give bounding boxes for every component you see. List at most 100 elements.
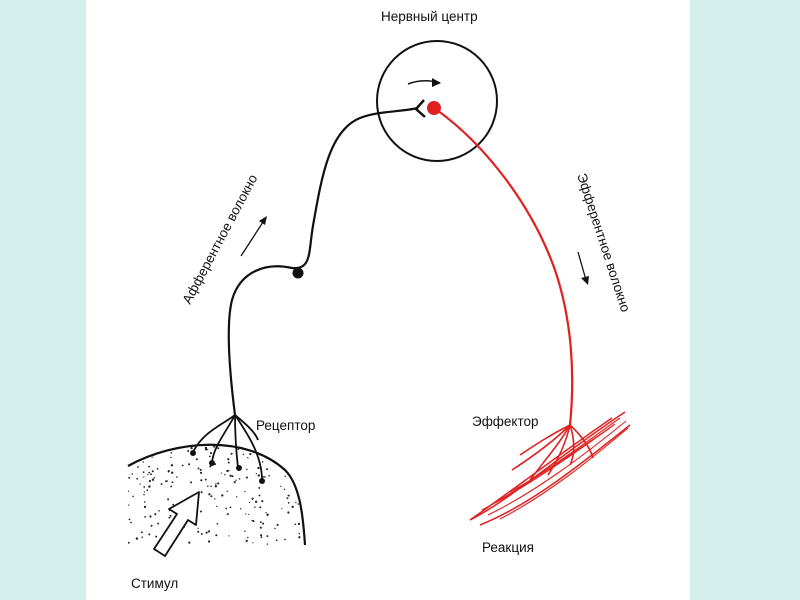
skin-dot <box>283 488 286 491</box>
skin-dot <box>168 516 170 519</box>
skin-surface <box>127 443 307 546</box>
label-stimulus: Стимул <box>131 576 178 591</box>
skin-dot <box>302 505 305 508</box>
skin-dot <box>148 465 150 468</box>
skin-dot <box>245 476 248 479</box>
skin-dot <box>263 476 266 478</box>
skin-dot <box>299 447 302 450</box>
skin-dot <box>268 453 271 455</box>
skin-dot <box>151 470 154 473</box>
skin-dot <box>209 452 213 455</box>
skin-dot <box>245 513 247 515</box>
skin-dot <box>151 440 153 442</box>
skin-dot <box>262 476 264 478</box>
skin-dot <box>146 489 149 492</box>
skin-dot <box>266 535 269 538</box>
skin-dot <box>148 533 151 536</box>
label-effector: Эффектор <box>472 414 539 429</box>
skin-dot <box>227 461 230 464</box>
skin-dot <box>227 458 230 461</box>
skin-dot <box>171 481 174 484</box>
skin-dot <box>171 471 174 474</box>
skin-dot <box>207 485 209 487</box>
skin-dot <box>186 442 187 443</box>
skin-dot <box>150 524 153 527</box>
skin-dot <box>251 519 253 522</box>
skin-dot <box>149 515 152 518</box>
skin-dot <box>200 491 203 494</box>
skin-dot <box>170 456 172 459</box>
skin-dot <box>188 463 191 466</box>
skin-dot <box>230 452 233 455</box>
skin-dot <box>304 441 305 442</box>
skin-dot <box>215 534 218 537</box>
skin-dot <box>289 449 292 451</box>
skin-dot <box>216 505 218 508</box>
skin-dot <box>197 467 200 470</box>
skin-dot <box>262 522 265 525</box>
skin-dot <box>233 481 236 484</box>
skin-dot <box>149 451 151 454</box>
skin-dot <box>190 481 193 484</box>
skin-dot <box>286 497 289 500</box>
skin-dot <box>151 478 155 481</box>
label-receptor: Рецептор <box>256 418 315 433</box>
skin-dot <box>217 482 220 485</box>
skin-dot <box>249 452 252 456</box>
skin-dot <box>235 479 237 481</box>
skin-dot <box>301 486 304 488</box>
center-arrowhead-icon <box>432 78 441 87</box>
skin-dot <box>221 494 224 497</box>
skin-dot <box>284 475 286 477</box>
skin-dot <box>166 480 169 482</box>
skin-dot <box>261 442 263 444</box>
skin-dot <box>266 543 269 545</box>
skin-dot <box>128 490 129 493</box>
skin-dot <box>200 479 203 482</box>
skin-dot <box>286 450 289 452</box>
skin-dot <box>132 495 134 498</box>
skin-dot <box>274 527 276 530</box>
skin-dot <box>158 510 160 512</box>
skin-dot <box>298 533 301 535</box>
skin-dot <box>265 512 267 514</box>
skin-dot <box>157 439 159 441</box>
skin-dot <box>261 461 264 463</box>
skin-dot <box>156 468 159 470</box>
skin-dot <box>137 466 139 468</box>
skin-dot <box>158 446 160 449</box>
skin-dot <box>260 534 263 537</box>
skin-dot <box>167 470 170 473</box>
skin-dot <box>294 523 297 526</box>
skin-dot <box>217 447 220 450</box>
skin-dot <box>214 498 216 500</box>
skin-dot <box>188 541 191 544</box>
skin-dot <box>208 530 211 532</box>
skin-dot <box>281 508 283 510</box>
skin-dot <box>204 446 208 450</box>
skin-dot <box>214 463 217 466</box>
skin-dot <box>288 495 290 497</box>
skin-dot <box>187 449 190 453</box>
skin-dot <box>285 467 288 469</box>
skin-dot <box>128 541 130 544</box>
skin-dot <box>247 536 249 539</box>
efferent-arrow <box>577 251 587 281</box>
skin-dot <box>301 467 303 469</box>
skin-dot <box>144 516 147 518</box>
skin-dot <box>295 439 297 441</box>
skin-dot <box>169 514 172 517</box>
skin-dot <box>197 527 199 529</box>
skin-dot <box>151 456 153 458</box>
skin-dot <box>239 508 242 510</box>
skin-dot <box>143 486 146 488</box>
skin-dot <box>258 494 261 497</box>
skin-dot <box>153 477 156 479</box>
nerve-center-circle <box>376 40 498 162</box>
skin-dot <box>143 493 145 496</box>
skin-dot <box>226 513 229 516</box>
skin-dot <box>128 476 131 479</box>
skin-dot <box>208 493 211 496</box>
skin-dot <box>254 506 256 508</box>
